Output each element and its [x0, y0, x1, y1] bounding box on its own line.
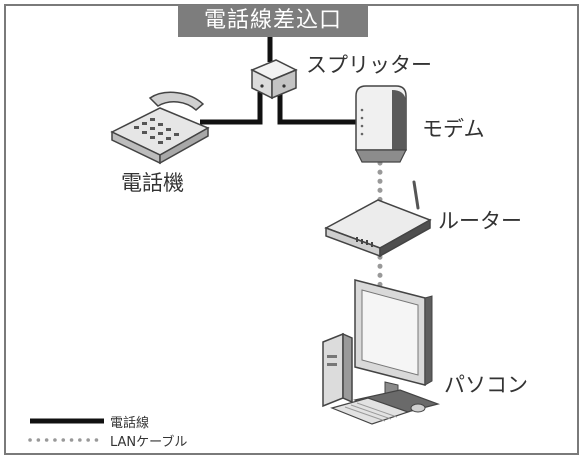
splitter-device	[250, 59, 298, 100]
phone-label: 電話機	[121, 171, 184, 195]
line-splitter-to-phone	[200, 92, 263, 125]
legend-phone-line-label: 電話線	[110, 416, 150, 431]
phone-line-connections	[200, 37, 358, 125]
jack-label: 電話線差込口	[178, 5, 368, 37]
modem-device	[355, 85, 407, 163]
telephone-device	[110, 91, 210, 165]
modem-label: モデム	[422, 117, 485, 141]
line-splitter-to-modem	[277, 92, 358, 125]
pc-label: パソコン	[444, 373, 528, 397]
pc-device	[322, 279, 441, 425]
splitter-label: スプリッター	[306, 53, 432, 77]
router-label: ルーター	[438, 209, 522, 233]
legend-lan-cable-label: LANケーブル	[110, 435, 188, 450]
router-device	[324, 180, 432, 258]
